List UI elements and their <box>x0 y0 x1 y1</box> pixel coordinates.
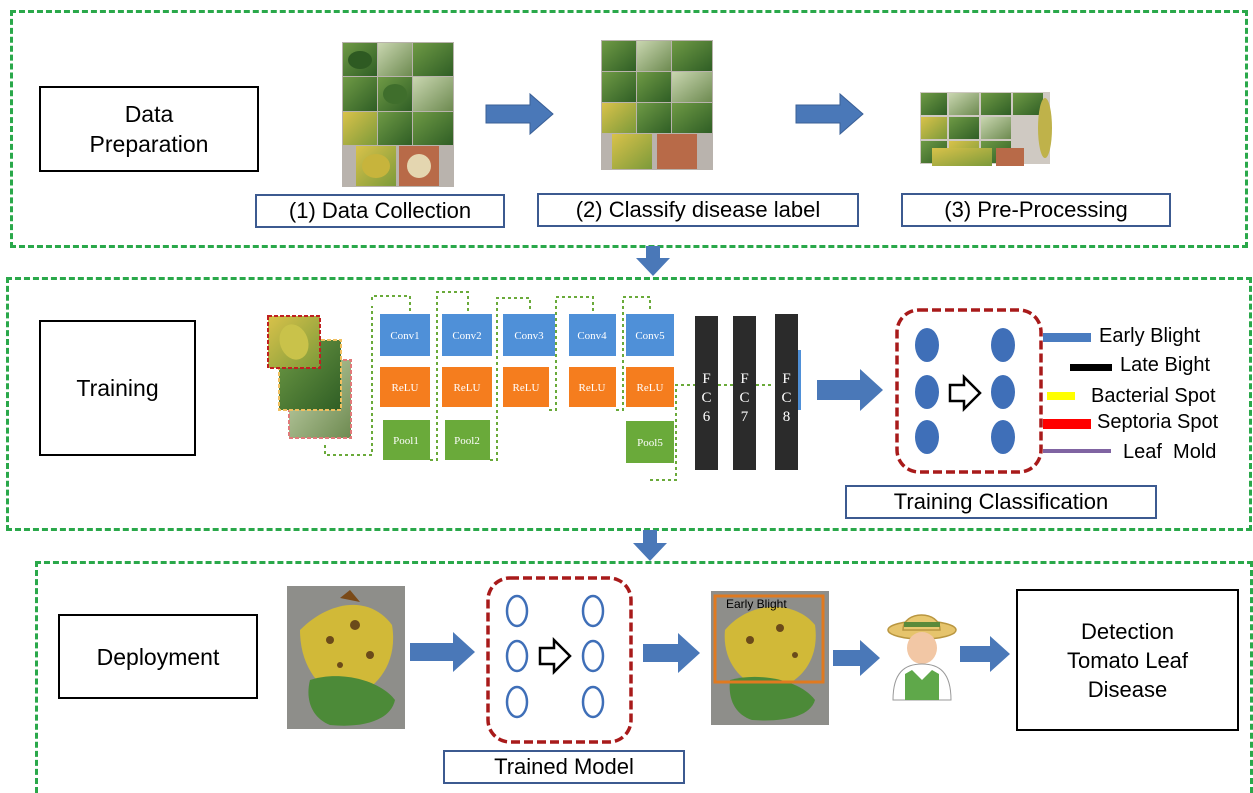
arrow-down-icon <box>636 246 670 276</box>
fc6-bar <box>695 316 718 470</box>
legend-label-early-blight: Early Blight <box>1099 325 1201 347</box>
relu-label: ReLU <box>454 382 481 394</box>
class-legend-lines <box>1043 333 1112 453</box>
fc7-bar <box>733 316 756 470</box>
input-leaf-photo <box>287 586 405 729</box>
network-connections <box>371 291 774 481</box>
arrow-right-icon <box>485 92 554 136</box>
relu-label: ReLU <box>513 382 540 394</box>
pool1-label: Pool1 <box>393 435 419 447</box>
relu-label: ReLU <box>637 382 664 394</box>
relu-label: ReLU <box>392 382 419 394</box>
fc7-label: F C 7 <box>739 371 750 425</box>
arrow-right-icon <box>643 633 700 673</box>
conv5-label: Conv5 <box>635 330 665 342</box>
arrow-right-icon <box>817 369 883 411</box>
training-classification-caption: Training Classification <box>845 485 1157 519</box>
pool5-label: Pool5 <box>637 437 663 449</box>
pre-processing-caption: (3) Pre-Processing <box>901 193 1171 227</box>
relu1-block <box>380 367 430 407</box>
arrow-right-icon <box>410 632 475 672</box>
leaf-collage-classified <box>601 40 713 170</box>
input-image-stack <box>267 306 373 456</box>
relu2-block <box>442 367 492 407</box>
hollow-arrow-icon <box>948 373 982 413</box>
deployment-label: Deployment <box>58 614 258 699</box>
data-preparation-section <box>10 10 1248 248</box>
leaf-collage-collection <box>342 42 454 187</box>
conv2-block <box>442 314 492 356</box>
conv1-block <box>380 314 430 356</box>
relu3-block <box>503 367 549 407</box>
data-preparation-label: Data Preparation <box>39 86 259 172</box>
cnn-layers: Conv1 Conv2 Conv3 Conv4 Conv5 ReLU ReLU … <box>380 314 674 463</box>
pool1-block <box>383 420 430 460</box>
conv5-block <box>626 314 674 356</box>
trained-model-graphic <box>486 576 633 744</box>
fc6-label: F C 6 <box>701 371 712 425</box>
conv4-block <box>569 314 616 356</box>
pool2-label: Pool2 <box>454 435 480 447</box>
relu5-block <box>626 367 674 407</box>
legend-label-bacterial-spot: Bacterial Spot <box>1091 385 1216 407</box>
training-section <box>6 277 1252 531</box>
relu-label: ReLU <box>579 382 606 394</box>
conv3-block <box>503 314 555 356</box>
data-collection-caption: (1) Data Collection <box>255 194 505 228</box>
arrow-down-icon <box>633 530 667 561</box>
detected-leaf-photo <box>711 591 829 725</box>
classify-disease-label-caption: (2) Classify disease label <box>537 193 859 227</box>
detection-bounding-box <box>713 594 825 684</box>
fc8-label: F C 8 <box>781 371 792 425</box>
pool2-block <box>445 420 490 460</box>
detection-result-box: Detection Tomato Leaf Disease <box>1016 589 1239 731</box>
training-model <box>895 308 1043 474</box>
conv2-label: Conv2 <box>452 330 481 342</box>
leaf-collage-preprocessed <box>920 92 1052 166</box>
legend-label-late-bight: Late Bight <box>1120 354 1211 376</box>
legend-label-septoria-spot: Septoria Spot <box>1097 411 1219 433</box>
pool5-block <box>626 421 674 463</box>
arrow-right-icon <box>795 92 864 136</box>
arrow-right-icon <box>960 636 1010 672</box>
hollow-arrow-icon <box>538 636 572 676</box>
legend-label-leaf-mold: Leaf Mold <box>1123 441 1217 463</box>
farmer-icon <box>887 614 957 701</box>
deployment-section <box>35 561 1253 793</box>
training-label: Training <box>39 320 196 456</box>
arrow-right-icon <box>833 640 880 676</box>
relu4-block <box>569 367 616 407</box>
conv3-label: Conv3 <box>514 330 544 342</box>
detection-label: Early Blight <box>726 597 787 611</box>
conv4-label: Conv4 <box>577 330 607 342</box>
fully-connected-layers <box>695 314 801 470</box>
trained-model-caption: Trained Model <box>443 750 685 784</box>
fc8-bar <box>775 314 798 470</box>
conv1-label: Conv1 <box>390 330 419 342</box>
